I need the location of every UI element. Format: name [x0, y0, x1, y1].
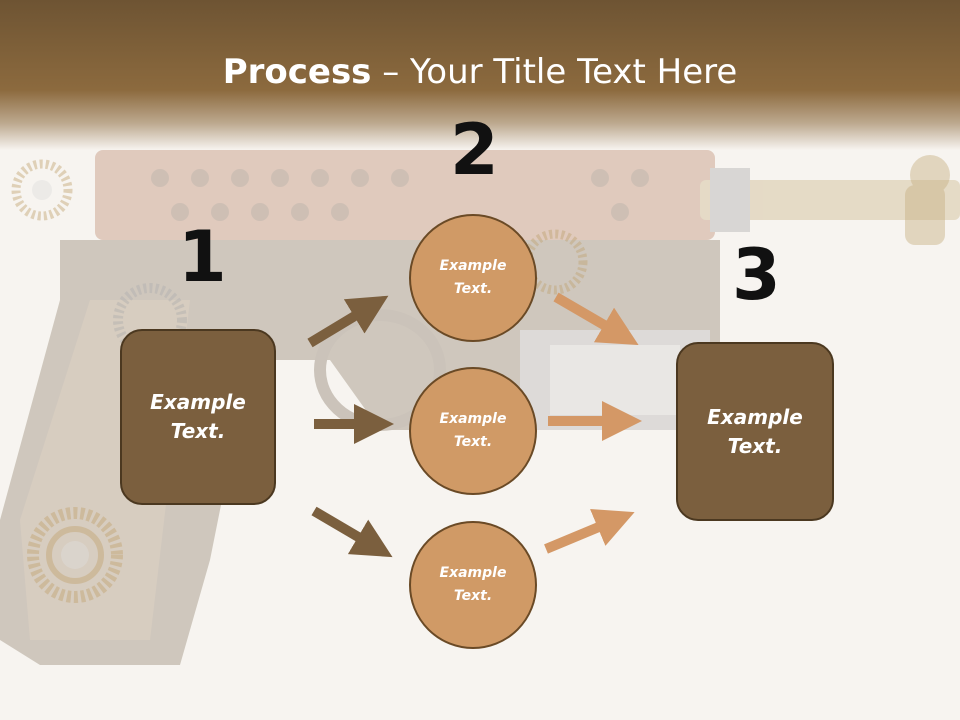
step-3-text: Example Text. — [707, 404, 803, 458]
step-2-circle-bottom: Example Text. — [409, 521, 537, 649]
step-2-circle-middle: Example Text. — [409, 367, 537, 495]
circle-top-text: Example Text. — [439, 258, 507, 297]
step-2-circle-top: Example Text. — [409, 214, 537, 342]
step-number-3: 3 — [732, 234, 781, 316]
step-number-2: 2 — [450, 109, 499, 191]
arrow-right-up — [544, 509, 635, 554]
step-3-box: Example Text. — [676, 342, 834, 521]
step-number-1: 1 — [178, 216, 227, 298]
step-1-text: Example Text. — [150, 390, 246, 443]
arrow-right-down — [553, 292, 639, 346]
title-rest: – Your Title Text Here — [371, 52, 738, 92]
title-bold: Process — [222, 52, 372, 92]
step-1-box: Example Text. — [120, 329, 276, 505]
slide-title: Process – Your Title Text Here — [0, 52, 960, 92]
arrow-left-down — [311, 506, 393, 558]
circle-bottom-text: Example Text. — [439, 565, 507, 604]
header-band — [0, 0, 960, 150]
arrow-left-up — [307, 295, 389, 348]
circle-middle-text: Example Text. — [439, 411, 507, 450]
